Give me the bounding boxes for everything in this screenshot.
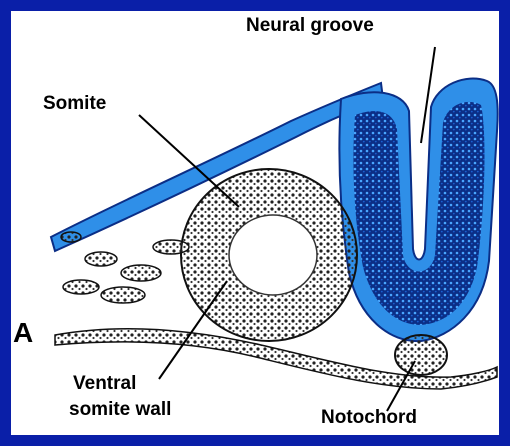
- label-panel-letter: A: [13, 317, 33, 349]
- label-notochord: Notochord: [321, 407, 417, 429]
- label-somite: Somite: [43, 93, 106, 115]
- label-ventral-somite-wall-line1: Ventral: [73, 373, 136, 395]
- embryo-cross-section-drawing: [11, 11, 499, 435]
- notochord: [395, 335, 447, 375]
- mesenchyme-cells: [61, 232, 189, 303]
- label-neural-groove: Neural groove: [246, 15, 374, 37]
- label-ventral-somite-wall-line2: somite wall: [69, 399, 171, 421]
- diagram-frame: Neural groove Somite A Ventral somite wa…: [8, 8, 502, 438]
- somite-cavity: [229, 215, 317, 295]
